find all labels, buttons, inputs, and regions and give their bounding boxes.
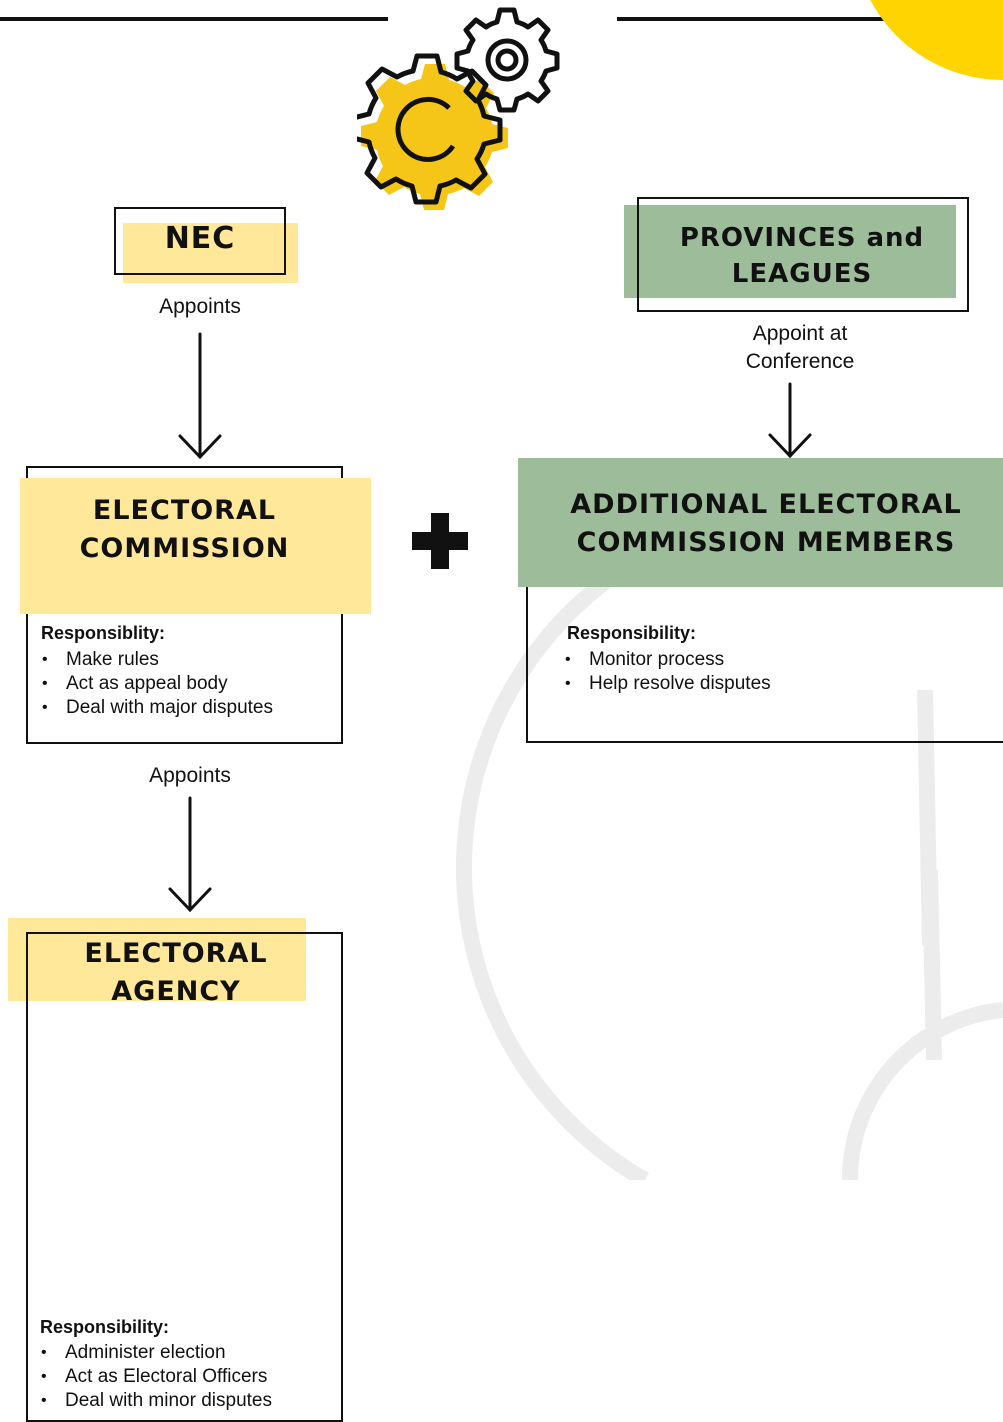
arrow-commission-to-agency [168, 796, 212, 913]
provinces-title-line1: PROVINCES and [679, 223, 925, 253]
agency-resp-list: Administer election Act as Electoral Off… [39, 1341, 272, 1413]
commission-highlight [20, 478, 371, 614]
list-item: Deal with minor disputes [39, 1389, 272, 1413]
commission-resp-list: Make rules Act as appeal body Deal with … [40, 648, 273, 720]
commission-title-line2: COMMISSION [79, 533, 290, 564]
arrow-nec-to-commission [178, 332, 222, 460]
commission-title: ELECTORAL COMMISSION [26, 492, 343, 568]
additional-resp-list: Monitor process Help resolve disputes [563, 648, 771, 696]
gears-icon [357, 7, 560, 210]
commission-title-line1: ELECTORAL [92, 495, 277, 526]
agency-resp-heading: Responsibility: [40, 1317, 170, 1337]
commission-resp-heading: Responsiblity: [41, 623, 166, 643]
list-item: Act as Electoral Officers [39, 1365, 272, 1389]
additional-title: ADDITIONAL ELECTORAL COMMISSION MEMBERS [524, 486, 1003, 562]
connector-arrows [168, 332, 812, 913]
arrow-provinces-to-additional [768, 382, 812, 459]
plus-icon [412, 513, 468, 569]
additional-title-line1: ADDITIONAL ELECTORAL [570, 489, 962, 520]
list-item: Act as appeal body [40, 672, 273, 696]
list-item: Deal with major disputes [40, 696, 273, 720]
provinces-title-line2: LEAGUES [731, 259, 873, 289]
provinces-box [637, 197, 969, 312]
additional-resp-heading: Responsibility: [567, 623, 697, 643]
agency-title: ELECTORAL AGENCY [16, 935, 336, 1011]
nec-title: NEC [164, 221, 236, 256]
list-item: Make rules [40, 648, 273, 672]
agency-title-line2: AGENCY [111, 976, 241, 1007]
provinces-action-label: Appoint at Conference [700, 320, 900, 376]
nec-action-label: Appoints [159, 295, 241, 318]
additional-title-line2: COMMISSION MEMBERS [576, 527, 956, 558]
commission-action-label: Appoints [149, 764, 231, 787]
nec-box [114, 207, 286, 275]
provinces-highlight [624, 205, 956, 298]
corner-circle [870, 0, 1003, 80]
list-item: Administer election [39, 1341, 272, 1365]
agency-title-line1: ELECTORAL [84, 938, 268, 969]
provinces-action-line2: Conference [745, 350, 855, 373]
provinces-title: PROVINCES and LEAGUES [632, 220, 972, 292]
list-item: Help resolve disputes [563, 672, 771, 696]
additional-highlight [518, 458, 1003, 587]
list-item: Monitor process [563, 648, 771, 672]
agency-highlight [8, 918, 306, 1001]
provinces-action-line1: Appoint at [752, 322, 848, 345]
